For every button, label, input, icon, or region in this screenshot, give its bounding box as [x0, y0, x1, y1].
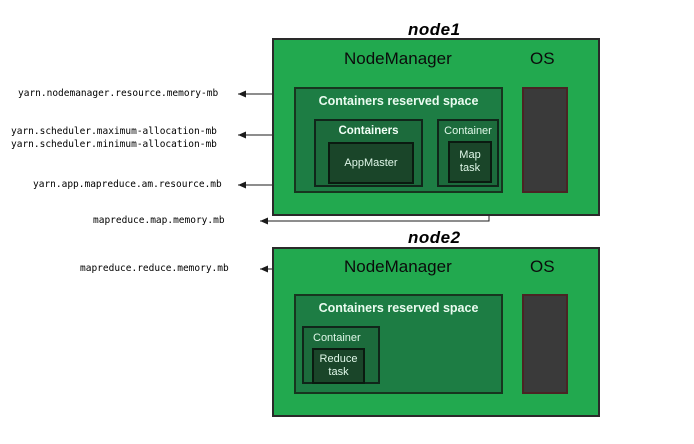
node1-nodemanager-title: NodeManager: [344, 49, 452, 68]
node1-reserved-space-title: Containers reserved space: [318, 94, 479, 108]
label-yarn-scheduler-minimum-allocation-mb: yarn.scheduler.minimum-allocation-mb: [11, 139, 217, 150]
node2-reserved-space-title: Containers reserved space: [318, 301, 479, 315]
node1-containers-reserved-space: Containers reserved space Containers App…: [294, 87, 503, 193]
node1-os-title: OS: [530, 49, 555, 68]
arrowhead-am-resource: [238, 181, 246, 189]
node2-os-block: [522, 294, 568, 394]
label-mapreduce-reduce-memory-mb: mapreduce.reduce.memory.mb: [80, 263, 229, 274]
node1-container-title: Container: [444, 125, 492, 137]
label-mapreduce-map-memory-mb: mapreduce.map.memory.mb: [93, 215, 225, 226]
node2-nodemanager-title: NodeManager: [344, 257, 452, 276]
node2-reduce-task-box: Reduce task: [312, 348, 365, 384]
node1-box: NodeManager OS Containers reserved space…: [272, 38, 600, 216]
label-yarn-nodemanager-resource-memory-mb: yarn.nodemanager.resource.memory-mb: [18, 88, 219, 99]
node1-caption: node1: [408, 20, 461, 39]
node2-container-title: Container: [313, 332, 361, 344]
node2-reduce-task-label-line1: Reduce: [319, 353, 358, 365]
label-yarn-scheduler-maximum-allocation-mb: yarn.scheduler.maximum-allocation-mb: [11, 126, 217, 137]
arrowhead-map-memory: [260, 217, 268, 225]
arrowhead-scheduler-allocation: [238, 131, 246, 139]
node2-caption: node2: [408, 228, 461, 247]
node2-reduce-task-label-line2: task: [328, 366, 349, 378]
arrowhead-reduce-memory: [260, 265, 268, 273]
node1-containers-group-title: Containers: [338, 125, 399, 137]
node2-os-title: OS: [530, 257, 555, 276]
label-yarn-app-mapreduce-am-resource-mb: yarn.app.mapreduce.am.resource.mb: [33, 179, 222, 190]
node2-box: NodeManager OS Containers reserved space…: [272, 247, 600, 417]
node1-map-task-label-line1: Map: [459, 149, 481, 161]
node1-appmaster-task-label: AppMaster: [344, 156, 398, 169]
node1-appmaster-task-box: AppMaster: [328, 142, 414, 184]
node1-map-task-label-line2: task: [459, 162, 481, 174]
node2-container-box: Container Reduce task: [302, 326, 380, 384]
node1-map-task-box: Map task: [448, 141, 492, 183]
node1-containers-group: Containers AppMaster: [314, 119, 423, 187]
node1-os-block: [522, 87, 568, 193]
arrowhead-nm-resource-memory: [238, 90, 246, 98]
node2-containers-reserved-space: Containers reserved space Container Redu…: [294, 294, 503, 394]
node1-container-box: Container Map task: [437, 119, 499, 187]
